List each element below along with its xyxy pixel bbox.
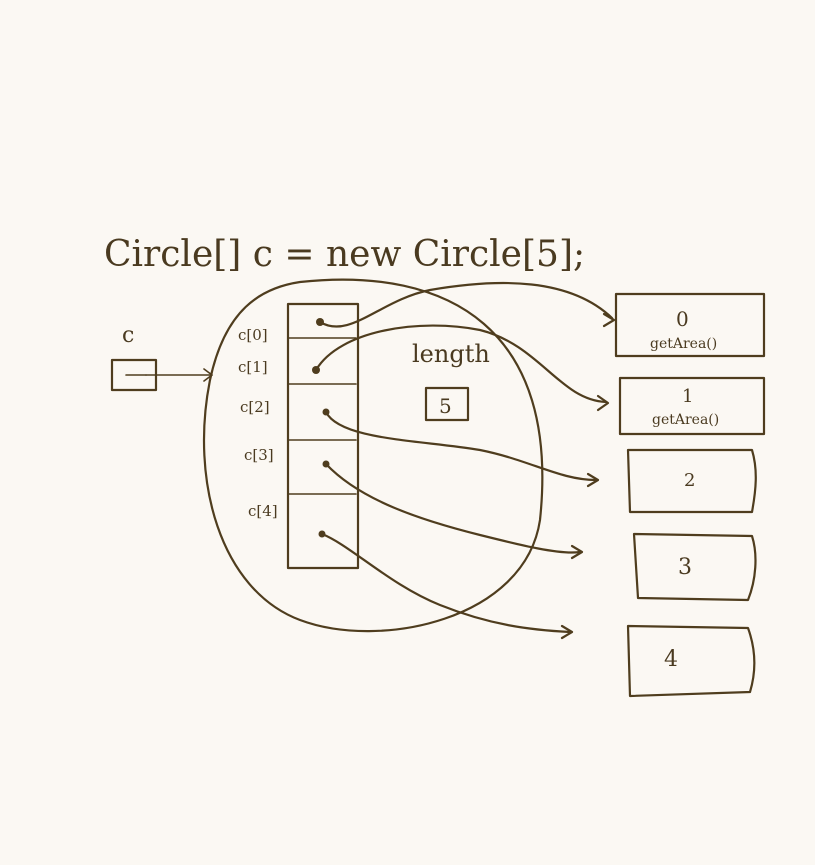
reference-arrow-3 xyxy=(324,462,582,554)
object-box xyxy=(626,448,757,514)
object-box xyxy=(618,376,766,436)
array-column xyxy=(286,302,360,570)
slot-label-3: c[3] xyxy=(244,446,274,464)
object-index: 4 xyxy=(664,647,678,672)
slot-label-1: c[1] xyxy=(238,358,268,376)
circle-object-2: 2 xyxy=(626,448,757,514)
object-index: 1 xyxy=(682,386,693,407)
array-object-outline xyxy=(202,278,544,633)
reference-arrow-4 xyxy=(320,532,572,634)
reference-arrow-1 xyxy=(314,324,608,404)
length-value: 5 xyxy=(439,394,452,418)
circle-object-0: 0 getArea() xyxy=(614,292,766,358)
circle-object-1: 1 getArea() xyxy=(618,376,766,436)
circle-object-4: 4 xyxy=(626,624,756,698)
object-box xyxy=(632,532,757,602)
arrowhead xyxy=(570,544,584,560)
variable-name: c xyxy=(122,323,134,348)
slot-label-2: c[2] xyxy=(240,398,270,416)
object-index: 2 xyxy=(684,470,695,491)
object-method: getArea() xyxy=(652,412,719,428)
arrowhead xyxy=(596,394,610,412)
object-index: 3 xyxy=(678,555,692,580)
reference-arrow-0 xyxy=(318,281,614,328)
length-box xyxy=(424,386,470,422)
length-label: length xyxy=(412,340,490,368)
object-index: 0 xyxy=(676,307,689,331)
object-box xyxy=(626,624,756,698)
arrowhead xyxy=(602,312,616,328)
arrowhead xyxy=(586,472,600,488)
circle-object-3: 3 xyxy=(632,532,757,602)
slot-label-0: c[0] xyxy=(238,326,268,344)
object-box xyxy=(614,292,766,358)
reference-arrow-2 xyxy=(324,410,598,482)
arrowhead xyxy=(560,624,574,640)
slot-label-4: c[4] xyxy=(248,502,278,520)
object-method: getArea() xyxy=(650,336,717,352)
code-line: Circle[] c = new Circle[5]; xyxy=(104,234,585,275)
